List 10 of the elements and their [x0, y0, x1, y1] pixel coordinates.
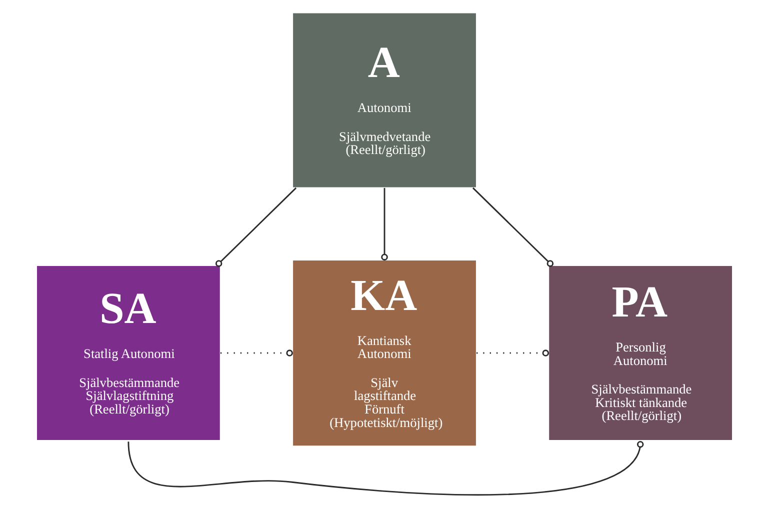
connector [476, 350, 548, 356]
node-box: SA Statlig Autonomi Självbestämmande Självlagstiftning (Reellt/görligt) [35, 264, 220, 442]
connector [380, 188, 388, 260]
node-box: PA Personlig Autonomi Självbestämmande Kritiskt tänkande (Reellt/görligt) [548, 264, 733, 442]
connector [472, 187, 554, 267]
node-box: A Autonomi Självmedvetande (Reellt/görligt) [291, 12, 477, 188]
connector [214, 187, 296, 267]
node-box: KA Kantiansk Autonomi Själv lagstiftande Förnuft (Hypotetiskt/möjligt) [291, 259, 477, 447]
connector [127, 440, 644, 496]
connector [220, 350, 292, 356]
